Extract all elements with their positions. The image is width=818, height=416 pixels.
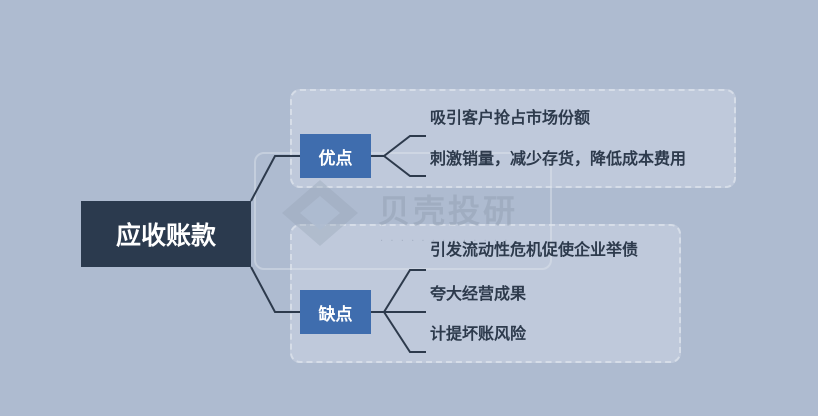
connector-root-advantages <box>250 155 300 202</box>
connector-root-disadvantages <box>250 266 300 313</box>
connector-disadvantages-item-3 <box>383 311 426 353</box>
disadvantage-item: 计提坏账风险 <box>430 324 527 343</box>
advantage-item: 刺激销量，减少存货，降低成本费用 <box>430 149 687 168</box>
branch-node-disadvantages: 缺点 <box>300 290 371 334</box>
watermark-text: 贝壳投研 <box>378 192 519 230</box>
watermark-subtext: · · · · · · · · · · · · · <box>380 236 510 247</box>
connector-advantages-item-1 <box>371 135 426 157</box>
branch-node-advantages: 优点 <box>300 134 371 178</box>
watermark-frame <box>254 152 552 270</box>
disadvantage-item: 引发流动性危机促使企业举债 <box>430 240 639 259</box>
diamond-logo-icon <box>282 180 358 246</box>
connector-advantages-item-2 <box>383 155 426 177</box>
advantage-item: 吸引客户抢占市场份额 <box>430 108 591 127</box>
disadvantage-item: 夸大经营成果 <box>430 284 527 303</box>
root-node: 应收账款 <box>81 201 251 267</box>
connector-disadvantages-item-1 <box>371 269 426 313</box>
